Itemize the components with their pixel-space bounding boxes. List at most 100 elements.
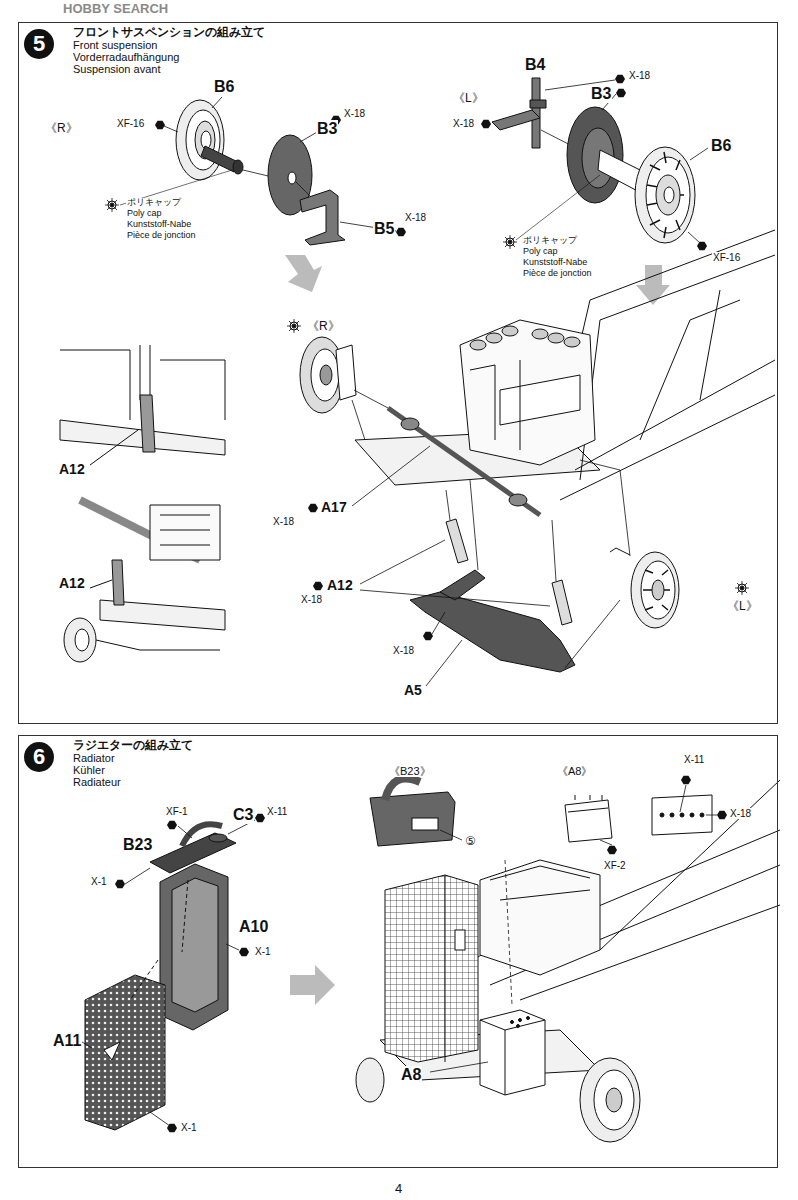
step-number-circle: 6 (24, 742, 54, 772)
note-text: ポリキャップ (522, 236, 578, 246)
line-shape (552, 520, 556, 581)
paint-code: XF-2 (603, 860, 627, 871)
paint-code: X-18 (404, 212, 427, 223)
leader-lines (352, 446, 550, 686)
step-title-line: Radiateur (73, 776, 193, 788)
line-shape (212, 97, 222, 108)
paint-code: X-1 (90, 876, 108, 887)
lower-arm (410, 480, 620, 672)
paint-code: XF-1 (165, 806, 189, 817)
part-number: A5 (403, 683, 423, 698)
paint-markers (115, 776, 727, 1133)
line-shape (352, 400, 365, 440)
ellipse-shape (548, 333, 564, 343)
ellipse-shape (631, 552, 679, 628)
note-text: ポリキャップ (126, 198, 182, 208)
part-number: C3 (232, 806, 254, 824)
path-shape (440, 570, 485, 600)
ellipse-shape (470, 340, 486, 350)
path-shape (410, 592, 575, 672)
detail-a8 (565, 785, 717, 845)
paint-code: X-11 (266, 806, 288, 817)
circle-shape (517, 1025, 520, 1028)
ellipse-shape (564, 337, 580, 347)
circle-shape (511, 1021, 514, 1024)
line-shape (90, 580, 112, 588)
use-shape (396, 228, 406, 237)
ellipse-shape (356, 1058, 384, 1102)
path-shape (480, 860, 600, 975)
part-number: B4 (524, 56, 546, 74)
use-shape (287, 319, 301, 333)
path-shape (565, 800, 612, 842)
path-shape (85, 975, 165, 1130)
polyline-shape (580, 460, 630, 556)
use-shape (308, 504, 318, 513)
path-shape (446, 519, 468, 563)
use-shape (115, 880, 125, 889)
paint-code: X-11 (683, 754, 705, 765)
rect-shape (412, 818, 438, 830)
path-shape (610, 548, 630, 555)
path-shape (385, 779, 420, 800)
ellipse-shape (64, 618, 96, 662)
line-shape (360, 540, 445, 584)
line-shape (706, 815, 717, 816)
path-shape (643, 570, 670, 610)
part-number: A17 (320, 500, 348, 515)
part-number: A8 (400, 1066, 422, 1084)
paint-code: X-18 (452, 118, 475, 129)
use-shape (481, 120, 491, 129)
side-mark: 《R》 (44, 122, 79, 135)
part-number: B3 (316, 120, 338, 138)
watermark: HOBBY SEARCH (62, 2, 169, 16)
callout-number: ⑤ (464, 835, 477, 848)
path-shape (140, 395, 155, 452)
note-text: Pièce de jonction (522, 269, 593, 279)
ellipse-shape (502, 326, 518, 336)
part-number: B6 (213, 78, 235, 96)
paint-code: X-18 (272, 516, 295, 527)
path-shape (112, 560, 124, 605)
path-shape (480, 1020, 545, 1095)
right-hub-exploded (120, 97, 396, 245)
polyline-shape (700, 290, 720, 400)
path-shape (445, 875, 446, 1062)
part-number: A12 (58, 462, 86, 477)
ellipse-shape (288, 172, 296, 184)
side-mark: 《L》 (452, 92, 485, 105)
line-shape (125, 868, 150, 884)
ellipse-shape (594, 1070, 634, 1130)
paint-code: X-18 (392, 645, 415, 656)
circle-shape (519, 1019, 522, 1022)
front-assembly (356, 780, 780, 1142)
polyline-shape (600, 780, 780, 950)
ellipse-shape (532, 329, 548, 339)
path-shape (160, 864, 228, 1030)
polyline-shape (575, 360, 775, 470)
line-shape (505, 860, 512, 1005)
path-shape (104, 1042, 120, 1060)
step-title: ラジエターの組み立てRadiatorKühlerRadiateur (73, 739, 193, 788)
paint-markers (155, 75, 707, 641)
side-mark: 《A8》 (556, 765, 593, 777)
use-shape (616, 89, 626, 98)
step-title-line: Kühler (73, 764, 193, 776)
paint-code: X-1 (254, 946, 272, 957)
path-shape (480, 1010, 545, 1095)
circle-shape (670, 813, 674, 817)
polycap-icons (105, 198, 749, 595)
part-number: A10 (238, 918, 269, 936)
part-number: A12 (326, 578, 354, 593)
path-shape (530, 100, 546, 108)
note-text: Pièce de jonction (126, 231, 197, 241)
inset-bottom (64, 500, 225, 662)
line-shape (90, 430, 138, 465)
line-shape (470, 480, 478, 570)
paint-code: X-1 (180, 1122, 198, 1133)
part-number: A12 (58, 576, 86, 591)
ellipse-shape (75, 629, 89, 651)
ellipse-shape (401, 418, 419, 430)
front-chassis (355, 230, 775, 500)
